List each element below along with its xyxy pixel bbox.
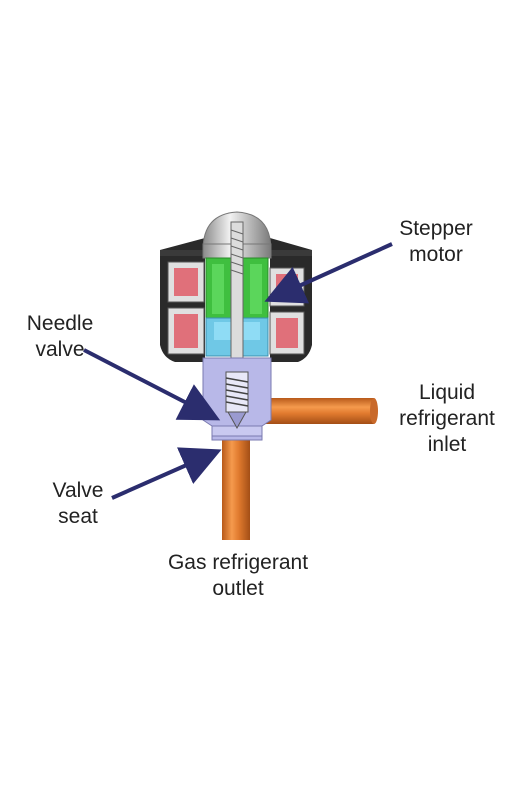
gas-outlet-label: Gas refrigerant outlet [150, 550, 326, 602]
needle-valve-label: Needle valve [14, 311, 106, 363]
valve-seat-label: Valve seat [36, 478, 120, 530]
gas-outlet-label-line-2: outlet [212, 577, 264, 600]
needle-valve-label-line-2: valve [35, 338, 85, 361]
liquid-inlet-label: Liquid refrigerant inlet [388, 380, 506, 458]
needle-tip [227, 411, 247, 430]
stepper-motor-label-line-1: Stepper [399, 217, 473, 240]
gas-outlet-pipe [222, 436, 250, 540]
needle-valve-label-line-1: Needle [26, 312, 94, 335]
stepper-motor-arrow [264, 242, 393, 304]
valve-seat-arrow [111, 447, 222, 500]
liquid-inlet-label-line-3: inlet [427, 433, 467, 456]
stepper-motor-label: Stepper motor [386, 216, 486, 268]
spring [225, 371, 249, 413]
threaded-spindle [230, 221, 244, 373]
needle-valve-arrow [83, 348, 221, 421]
liquid-inlet-pipe [256, 398, 374, 424]
stepper-motor-label-line-2: motor [409, 243, 463, 266]
valve-seat-label-line-1: Valve [52, 479, 104, 502]
gas-outlet-label-line-1: Gas refrigerant [167, 551, 309, 574]
inlet-pipe-end [370, 398, 378, 424]
liquid-inlet-label-line-1: Liquid [418, 381, 476, 404]
liquid-inlet-label-line-2: refrigerant [399, 407, 495, 430]
valve-seat-label-line-2: seat [58, 505, 98, 528]
